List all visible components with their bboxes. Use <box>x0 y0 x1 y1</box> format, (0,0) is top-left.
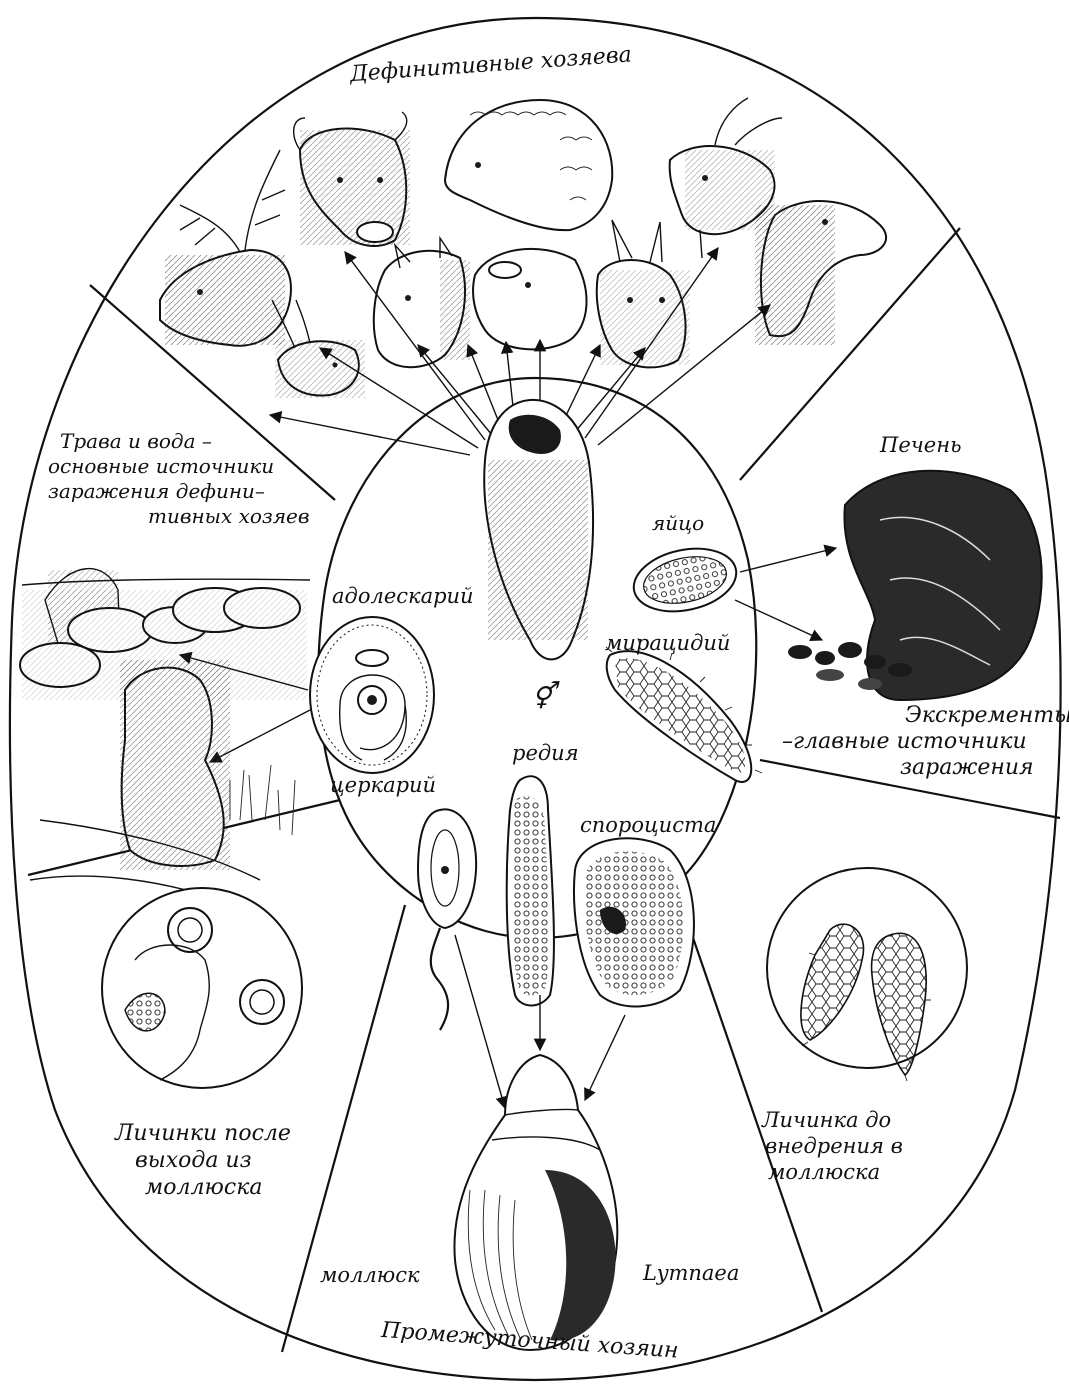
camel-head-icon <box>755 201 886 345</box>
larva-before-mollusc-icon <box>767 868 967 1081</box>
label-sex-symbol: ⚥ <box>532 681 560 712</box>
cow-head-icon <box>294 112 410 246</box>
pasture-scene-icon <box>20 569 310 900</box>
label-larva-before-1: Личинка до <box>761 1108 891 1132</box>
miracidium-icon <box>606 638 762 782</box>
deer-head-icon <box>160 150 291 346</box>
label-redia: редия <box>512 741 579 765</box>
label-grass-water-3: заражения дефини– <box>48 479 265 503</box>
lymnaea-snail-icon <box>454 1055 617 1350</box>
label-larvae-after-1: Личинки после <box>114 1121 291 1146</box>
label-larvae-after-3: моллюска <box>145 1175 262 1200</box>
adult-fluke-icon <box>484 400 593 660</box>
donkey-head-icon <box>597 220 690 367</box>
label-egg: яйцо <box>652 511 704 535</box>
label-grass-water-1: Трава и вода – <box>60 429 212 453</box>
sporocyst-icon <box>574 838 694 1100</box>
sheep-head-icon <box>445 100 612 230</box>
cercaria-icon <box>418 809 505 1108</box>
label-sporocyst: спороциста <box>580 813 716 837</box>
label-definitive-hosts: Дефинитивные хозяева <box>348 42 632 87</box>
label-larvae-after-2: выхода из <box>135 1148 252 1173</box>
label-adolescaria: адолескарий <box>332 584 474 608</box>
label-miracidium: мирацидий <box>605 631 730 655</box>
label-larva-before-3: моллюска <box>768 1160 880 1184</box>
label-lymnaea: Lymnaea <box>642 1261 739 1285</box>
pig-head-icon <box>473 249 586 349</box>
label-grass-water-4: тивных хозяев <box>148 504 310 528</box>
label-grass-water-2: основные источники <box>48 454 274 478</box>
horse-head-icon <box>374 238 470 367</box>
redia-icon <box>507 776 554 1050</box>
egg-icon <box>628 540 836 640</box>
label-excrement-3: заражения <box>900 755 1034 780</box>
larvae-after-mollusc-icon <box>102 888 302 1088</box>
label-cercaria: церкарий <box>330 773 436 797</box>
label-liver: Печень <box>879 433 962 457</box>
label-mollusc: моллюск <box>320 1263 420 1287</box>
label-excrement-2: –главные источники <box>782 729 1027 754</box>
label-excrement-1: Экскременты <box>905 703 1069 728</box>
label-larva-before-2: внедрения в <box>765 1134 903 1158</box>
